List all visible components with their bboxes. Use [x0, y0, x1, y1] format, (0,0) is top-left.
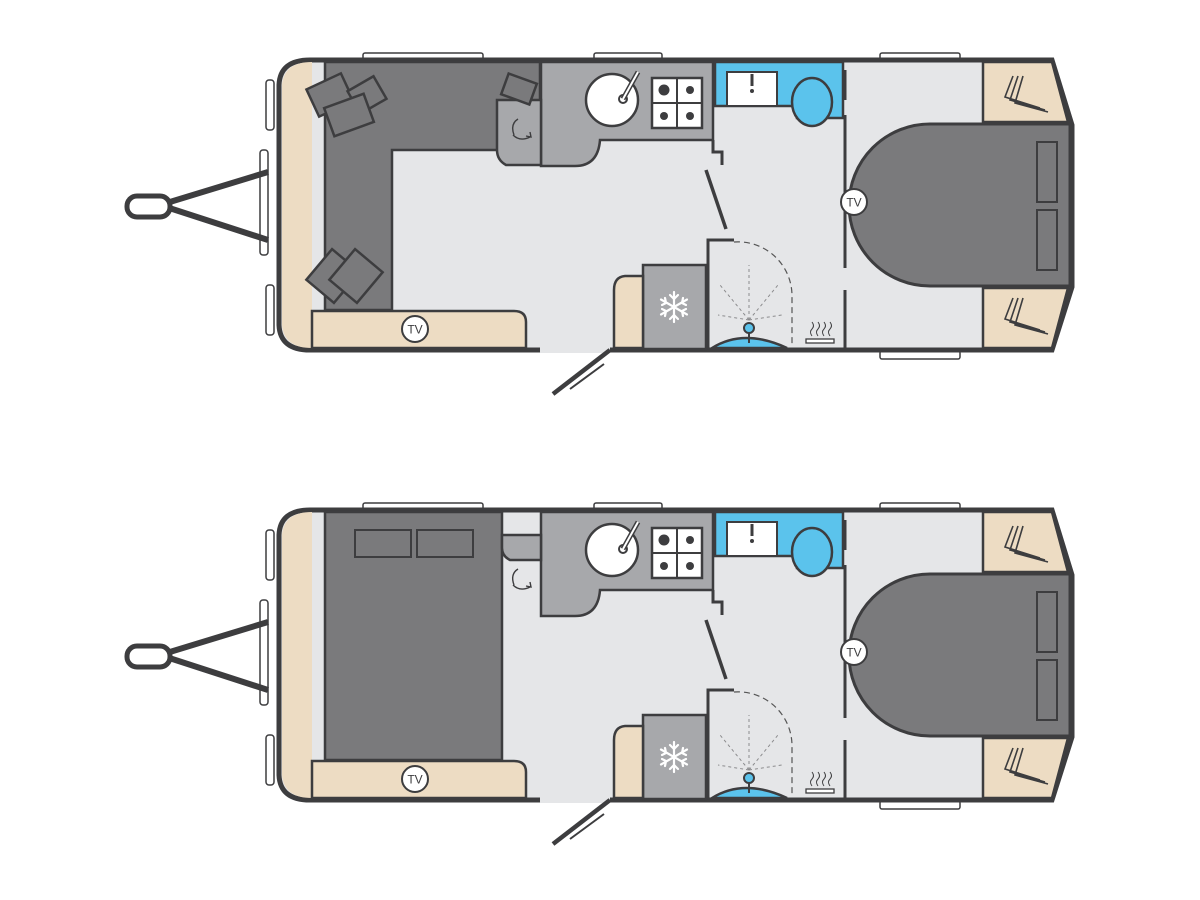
floor-plan-lower: TV TV — [127, 503, 1072, 844]
tv-label-front-upper: TV — [401, 315, 429, 343]
svg-text:TV: TV — [407, 773, 422, 787]
floor-plan-upper: TV TV — [127, 53, 1072, 394]
svg-text:TV: TV — [846, 646, 861, 660]
tv-label-front-lower: TV — [401, 765, 429, 793]
tv-label-bedroom-lower: TV — [840, 638, 868, 666]
caravan-layout-upper — [127, 53, 1072, 394]
tv-label-bedroom-upper: TV — [840, 188, 868, 216]
svg-text:TV: TV — [407, 323, 422, 337]
fridge-snowflake-icon — [659, 290, 689, 324]
fridge-snowflake-icon — [659, 740, 689, 774]
svg-text:TV: TV — [846, 196, 861, 210]
